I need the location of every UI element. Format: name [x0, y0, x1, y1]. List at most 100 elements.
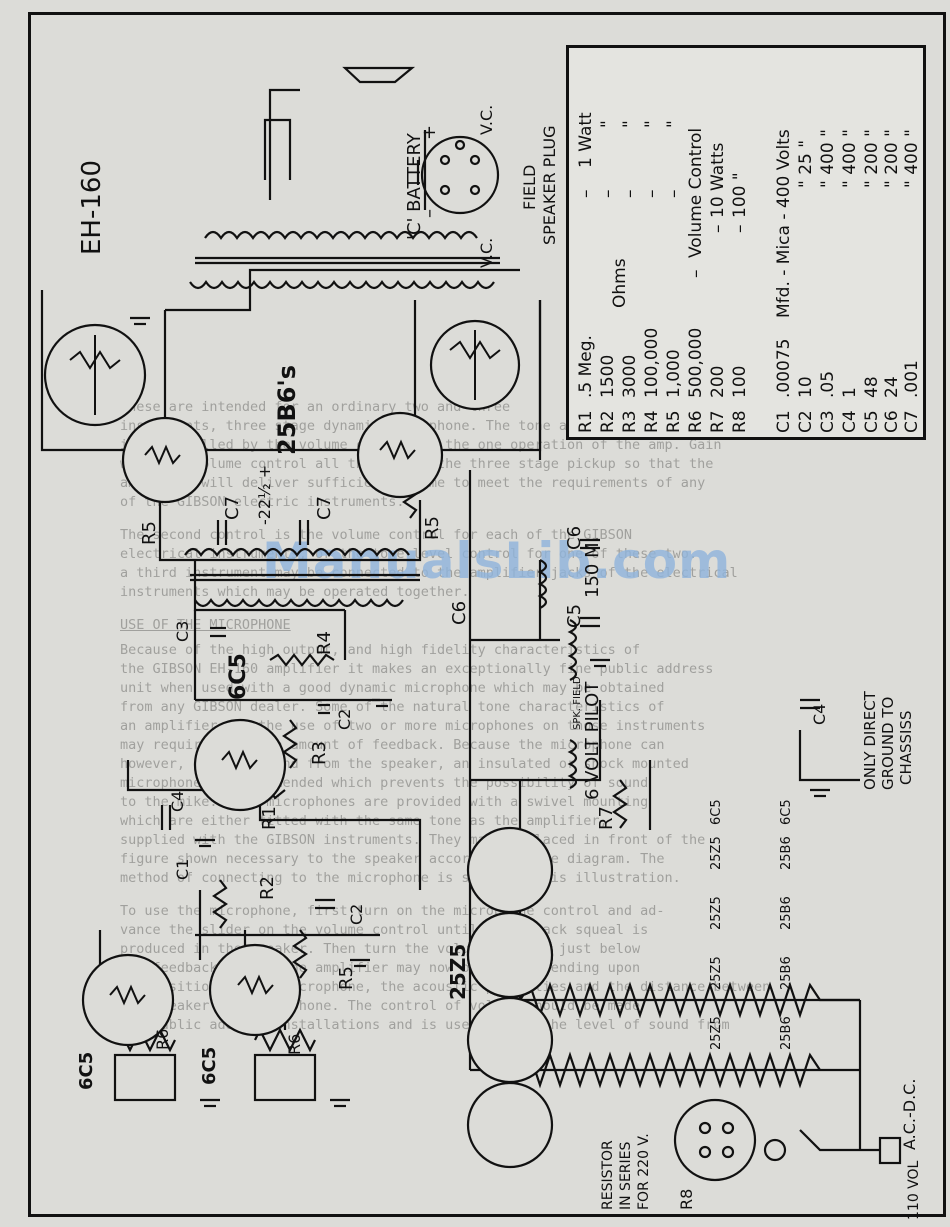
resistor-note: "	[642, 120, 662, 128]
capacitor-ref: C4	[840, 410, 860, 433]
capacitor-value: 1	[840, 387, 860, 398]
resistor-value: 3000	[620, 355, 640, 398]
tube-label-rectifier: 25Z5	[446, 944, 470, 1000]
resistor-note: 10 Watts	[708, 142, 728, 218]
capacitor-ref: C6	[882, 410, 902, 433]
label-only-direct: ONLY DIRECT	[861, 690, 879, 790]
capacitor-value: .00075	[774, 339, 794, 398]
label-r4: R4	[314, 631, 335, 655]
page-text-line: a third instrument may be connected to t…	[120, 565, 738, 581]
label-r6-b: R6	[285, 1034, 304, 1055]
label-r8: R8	[677, 1189, 696, 1210]
capacitor-value: 10	[796, 376, 816, 398]
resistor-note: "	[598, 120, 618, 128]
heater-label: 25Z5	[709, 896, 724, 930]
resistor-dash: –	[664, 190, 684, 199]
resistor-ref: R6	[686, 410, 706, 433]
label-c2-b: C2	[347, 904, 366, 925]
capacitor-ref: C5	[862, 410, 882, 433]
capacitor-note: Mfd. - Mica - 400 Volts	[774, 129, 794, 318]
label-r7: R7	[596, 806, 617, 830]
parts-list-table: R1 .5 Meg. – 1 Watt R2 1500 – " R3 3000 …	[566, 45, 926, 440]
label-c4-b: C4	[810, 704, 829, 725]
label-battery-minus: –	[419, 209, 440, 218]
resistor-value: .5 Meg.	[576, 335, 596, 398]
capacitor-value: .05	[818, 371, 838, 398]
tube-label-driver: 6C5	[226, 653, 251, 700]
tube-label-preamp-right: 6C5	[199, 1047, 220, 1085]
label-speaker-plug: SPEAKER PLUG	[540, 125, 559, 245]
resistor-note: 1 Watt	[576, 112, 596, 168]
resistor-dash: –	[576, 190, 596, 199]
resistor-ref: R8	[730, 410, 750, 433]
resistor-value: 500,000	[686, 328, 706, 398]
heater-label: 25B6	[779, 1016, 794, 1050]
resistor-ref: R2	[598, 410, 618, 433]
label-r6-a: R6	[153, 1029, 172, 1050]
label-r5-b: R5	[422, 516, 443, 540]
tube-label-preamp-left: 6C5	[76, 1052, 97, 1090]
resistor-value: 200	[708, 366, 728, 398]
label-chassiss: CHASSISS	[897, 710, 915, 785]
capacitor-value: 24	[882, 376, 902, 398]
capacitor-value: 48	[862, 376, 882, 398]
capacitor-ref: C3	[818, 410, 838, 433]
page-text-line: from any GIBSON dealer. Some of the natu…	[120, 699, 665, 715]
label-c2-a: C2	[335, 709, 354, 730]
capacitor-value: .001	[902, 360, 922, 398]
resistor-dash: –	[730, 225, 750, 234]
page-text-line: of the GIBSON electric instruments.	[120, 494, 405, 510]
label-vc-bottom: V.C.	[477, 238, 496, 268]
label-c6-a: C6	[564, 526, 585, 550]
label-in-series: IN SERIES	[618, 1142, 634, 1210]
label-pilot: 6 VOLT PILOT	[582, 681, 603, 800]
resistor-note: "	[620, 120, 640, 128]
label-c1: C1	[173, 859, 192, 880]
schematic-border	[28, 12, 946, 1217]
capacitor-ref: C1	[774, 410, 794, 433]
heater-label: 25Z5	[709, 956, 724, 990]
page-text-line: the GIBSON EH-160 amplifier it makes an …	[120, 661, 714, 677]
label-vc-top: V.C.	[477, 105, 496, 135]
resistor-ref: R4	[642, 410, 662, 433]
capacitor-note: " 25 "	[796, 140, 816, 188]
resistor-dash: –	[708, 225, 728, 234]
resistor-value: 100	[730, 366, 750, 398]
capacitor-note: " 200 "	[862, 129, 882, 188]
capacitor-note: " 400 "	[840, 129, 860, 188]
resistor-ref: R5	[664, 410, 684, 433]
resistor-dash: –	[642, 190, 662, 199]
label-c4-a: C4	[168, 791, 187, 812]
resistor-note: "	[664, 120, 684, 128]
label-c-battery: 'C' BATTERY	[404, 132, 425, 240]
label-r2: R2	[257, 876, 278, 900]
label-line-voltage: 110 VOL	[906, 1160, 922, 1220]
heater-label: 25B6	[779, 836, 794, 870]
resistor-dash: –	[686, 270, 706, 279]
capacitor-note: " 200 "	[882, 129, 902, 188]
resistor-ref: R1	[576, 410, 596, 433]
resistor-note: 100 "	[730, 172, 750, 218]
heater-label: 25B6	[779, 896, 794, 930]
capacitor-note: " 400 "	[902, 129, 922, 188]
page-text-heading: USE OF THE MICROPHONE	[120, 617, 291, 633]
heater-label: 25Z5	[709, 836, 724, 870]
label-for-220v: FOR 220 V.	[636, 1133, 652, 1210]
model-label: EH-160	[77, 160, 107, 255]
label-resistor: RESISTOR	[600, 1140, 616, 1210]
resistor-value: 100,000	[642, 328, 662, 398]
resistor-dash: –	[598, 190, 618, 199]
label-c3: C3	[173, 621, 192, 642]
label-c7-value: -22½ +	[255, 465, 274, 525]
label-ground-to: GROUND TO	[879, 697, 897, 790]
label-field: FIELD	[520, 165, 539, 210]
parts-list-content: R1 .5 Meg. – 1 Watt R2 1500 – " R3 3000 …	[576, 112, 922, 433]
capacitor-ref: C2	[796, 410, 816, 433]
label-spk-field: SPK. FIELD	[572, 676, 583, 730]
page-text-line: unit when used with a good dynamic micro…	[120, 680, 665, 696]
ohms-label: Ohms	[610, 258, 630, 308]
resistor-dash: –	[620, 190, 640, 199]
capacitor-note: " 400 "	[818, 129, 838, 188]
